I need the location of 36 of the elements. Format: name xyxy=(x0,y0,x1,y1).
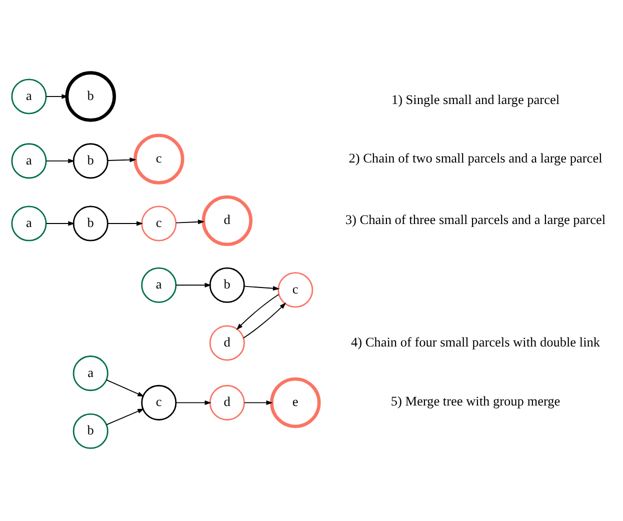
node-circle: a xyxy=(11,78,47,114)
arrow xyxy=(176,282,212,288)
label: 4) Chain of four small parcels with double link xyxy=(350,334,600,350)
arrow xyxy=(176,220,205,224)
arrow xyxy=(106,408,144,426)
label: 2) Chain of two small parcels and a large parcel xyxy=(348,150,602,166)
node-circle: d xyxy=(209,384,245,420)
node-circle: b xyxy=(72,206,108,242)
arrow xyxy=(106,380,144,397)
node-circle: b xyxy=(65,71,116,122)
node-circle: b xyxy=(209,267,245,303)
arrow xyxy=(236,294,280,330)
label: 3) Chain of three small parcels and a large parcel xyxy=(345,212,606,228)
arrow xyxy=(46,158,75,164)
arrow xyxy=(244,400,273,406)
node-circle: d xyxy=(209,325,245,361)
node-circle: c xyxy=(134,134,184,184)
node-circle: d xyxy=(202,195,252,246)
node-circle: a xyxy=(11,143,47,179)
node-circle: a xyxy=(72,356,108,392)
arrow xyxy=(107,221,144,226)
node-circle: e xyxy=(270,377,321,428)
arrow xyxy=(107,158,136,162)
node-circle: b xyxy=(72,413,108,449)
node-circle: c xyxy=(141,206,177,242)
node-circle: c xyxy=(141,384,177,420)
node-circle: a xyxy=(11,206,47,242)
arrow xyxy=(176,400,212,406)
node-circle: b xyxy=(72,143,108,179)
arrow xyxy=(244,286,280,291)
arrow xyxy=(243,302,286,338)
arrow xyxy=(46,221,75,226)
arrow xyxy=(46,94,68,99)
label: 5) Merge tree with group merge xyxy=(390,393,560,408)
label: 1) Single small and large parcel xyxy=(391,92,560,107)
node-circle: a xyxy=(141,267,177,303)
